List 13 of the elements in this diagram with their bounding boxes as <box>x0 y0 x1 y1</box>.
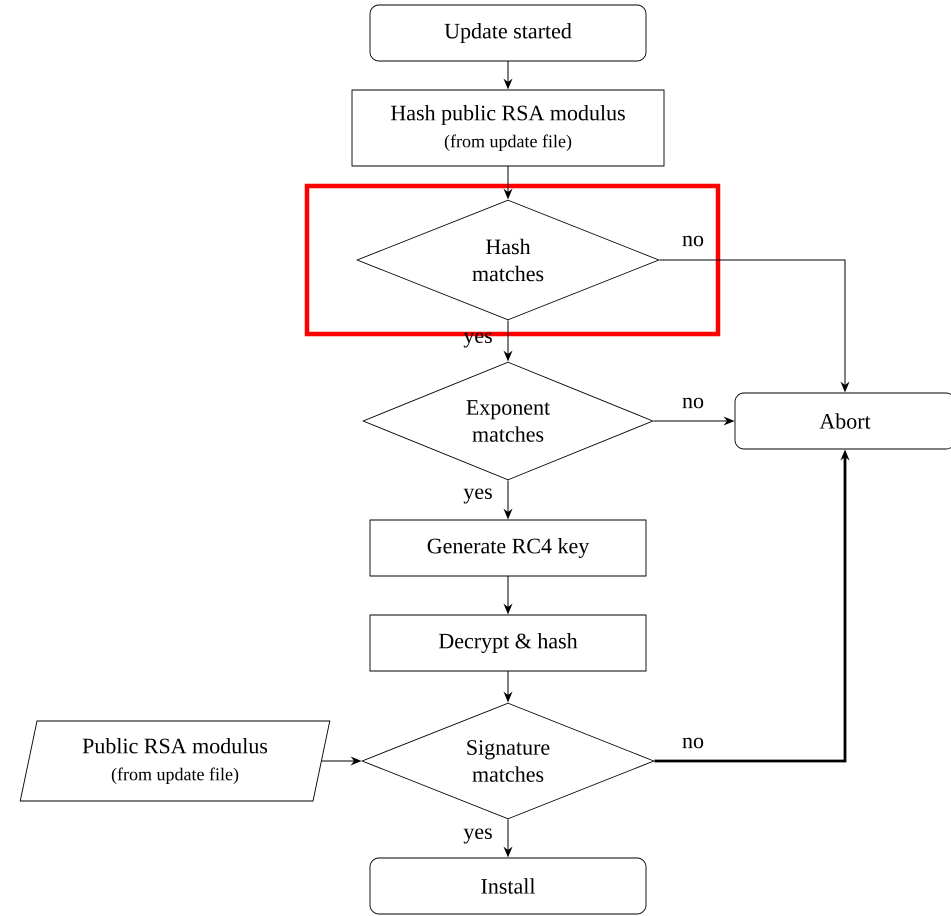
edge-label: no <box>682 398 704 408</box>
process-box: Generate RC4 key <box>370 520 646 576</box>
input-parallelogram: Public RSA modulus (from update file) <box>20 720 330 802</box>
edge-label: yes <box>464 828 492 844</box>
edge-label: yes <box>464 488 492 504</box>
edge-label: yes <box>464 332 492 348</box>
edge-label: no <box>682 236 704 246</box>
end-box: Install <box>370 858 646 914</box>
process-box: Decrypt & hash <box>370 614 646 672</box>
start-box: Update started <box>370 4 646 62</box>
process-box: Hash public RSA modulus (from update file) <box>352 90 664 166</box>
end-box: Abort <box>734 392 951 450</box>
edge-label: no <box>682 738 704 748</box>
